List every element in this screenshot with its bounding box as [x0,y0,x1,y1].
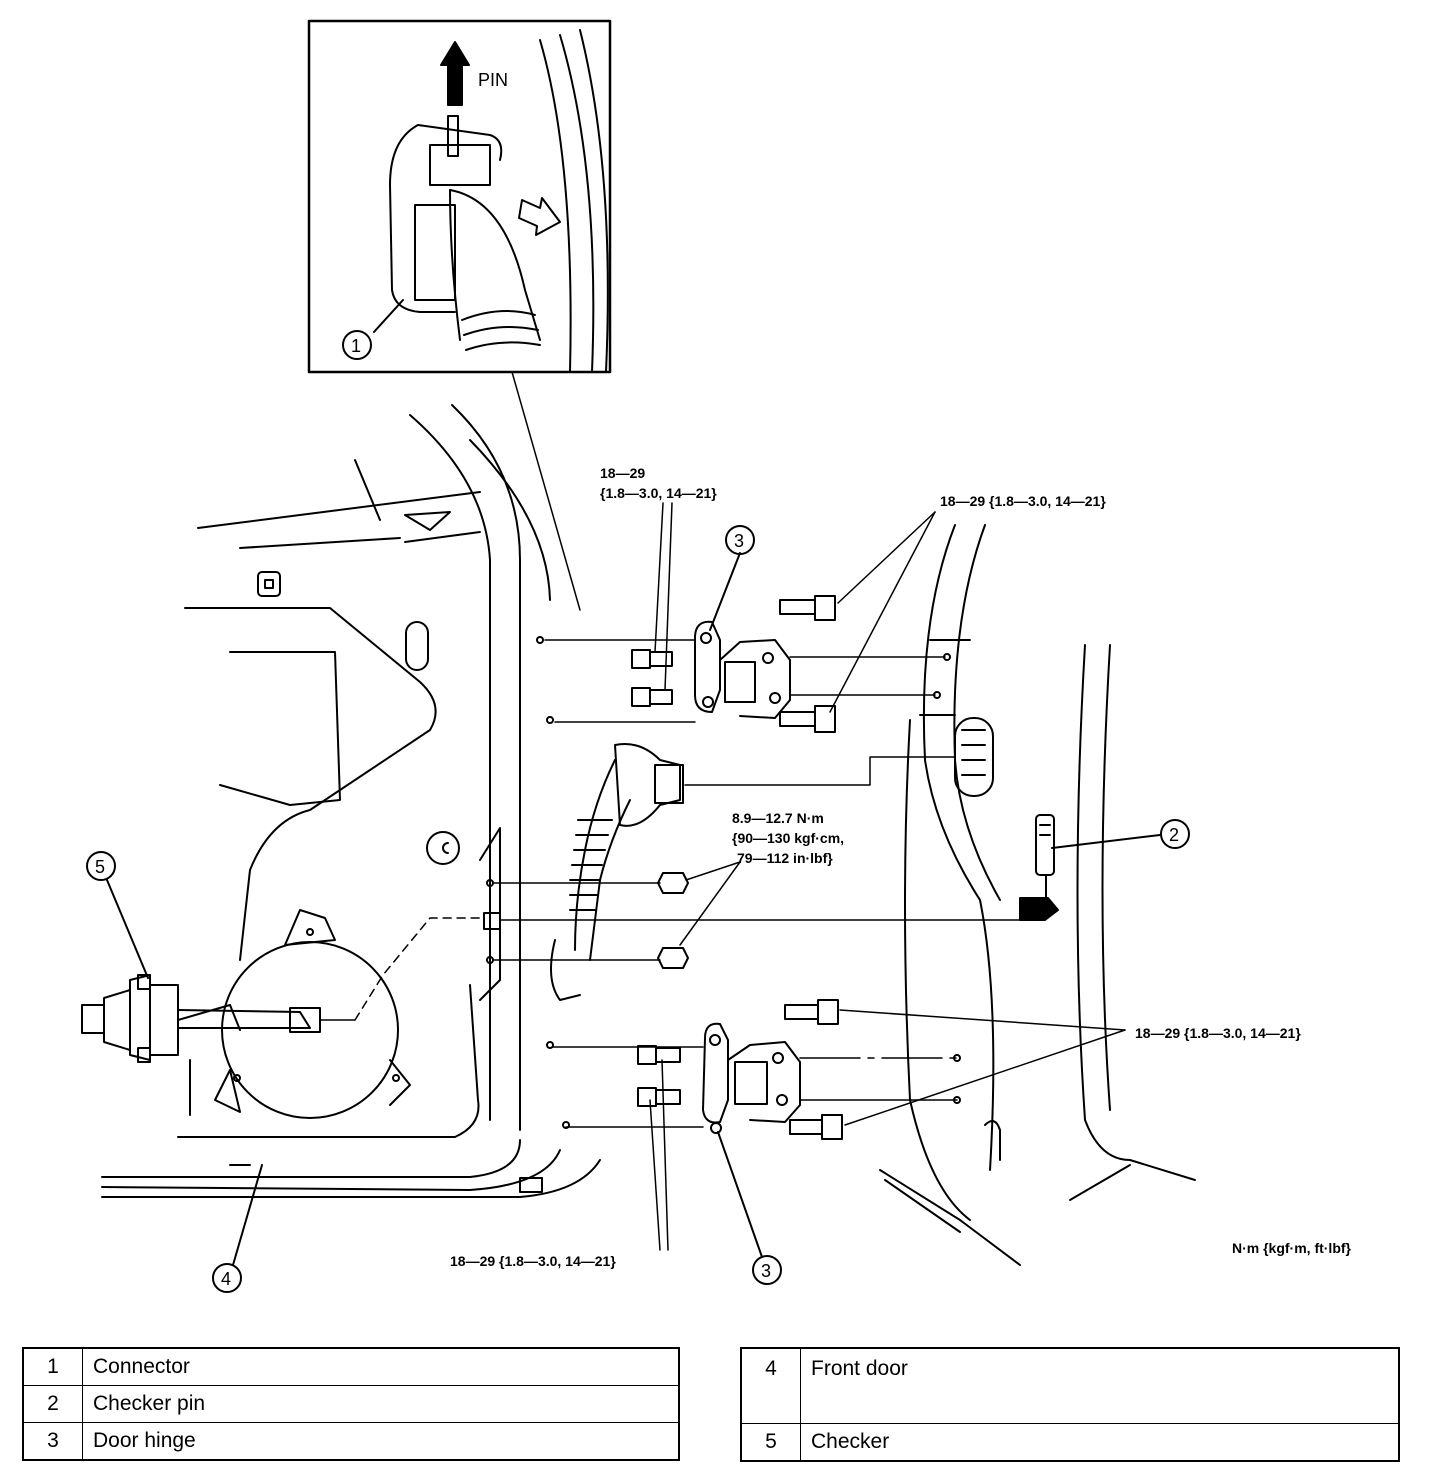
door-hinge-diagram: PIN 1 [81,19,1352,1293]
bolt-icon [789,1114,843,1140]
bolt-icon [637,1045,681,1065]
legend-part-name: Door hinge [82,1422,680,1461]
legend-row: 5 Checker [740,1423,1400,1462]
torque-upper-left-line1: 18—29 [600,465,645,481]
body-pillar [536,524,1196,1266]
bolt-icon [779,705,836,733]
legend-row: 4 Front door [740,1347,1400,1424]
parts-legend-right: 4 Front door 5 Checker [740,1347,1400,1462]
pin-arrow-icon [440,41,470,106]
bolt-icon [779,595,836,621]
legend-part-name: Checker [800,1423,1400,1462]
torque-lower-right: 18—29 {1.8—3.0, 14—21} [1135,1025,1301,1041]
lower-door-hinge [551,999,958,1140]
callouts: 2 3 3 4 5 [86,525,1190,1293]
legend-number: 5 [740,1423,801,1462]
legend-row: 1 Connector [22,1347,680,1386]
legend-number: 3 [22,1422,83,1461]
nut-icon [657,947,689,969]
callout-3-upper-hinge: 3 [734,531,744,551]
torque-units: N·m {kgf·m, ft·lbf} [1232,1240,1352,1256]
callout-2-checker-pin: 2 [1169,825,1179,845]
legend-row: 3 Door hinge [22,1422,680,1461]
torque-middle-line3: 79—112 in·lbf} [737,850,833,866]
checker [81,917,485,1063]
bolt-icon [784,999,839,1025]
legend-part-name: Checker pin [82,1385,680,1423]
torque-upper-left-line2: {1.8—3.0, 14—21} [600,485,717,501]
legend-number: 1 [22,1347,83,1386]
torque-leaders [649,502,1126,1251]
torque-middle-line1: 8.9—12.7 N·m [732,810,824,826]
callout-4-front-door: 4 [221,1269,231,1289]
pin-label: PIN [478,70,508,90]
legend-part-name: Connector [82,1347,680,1386]
front-door [101,404,601,1198]
torque-middle-line2: {90—130 kgf·cm, [732,830,844,846]
slide-arrow-icon [518,197,561,236]
torque-lower-left: 18—29 {1.8—3.0, 14—21} [450,1253,616,1269]
wiring-harness [550,743,956,1001]
bolt-icon [637,1087,681,1107]
connector-inset: PIN 1 [307,19,612,374]
callout-1-connector: 1 [351,336,361,356]
checker-mount-bolts [492,872,1021,969]
bolt-icon [631,649,673,669]
nut-icon [657,872,689,894]
upper-door-hinge [544,595,946,733]
parts-legend-left: 1 Connector 2 Checker pin 3 Door hinge [22,1347,680,1461]
callout-3-lower-hinge: 3 [761,1261,771,1281]
legend-number: 2 [22,1385,83,1423]
callout-5-checker: 5 [95,857,105,877]
legend-part-name: Front door [800,1347,1400,1424]
legend-number: 4 [740,1347,801,1424]
legend-row: 2 Checker pin [22,1385,680,1423]
torque-upper-right: 18—29 {1.8—3.0, 14—21} [940,493,1106,509]
bolt-icon [631,687,673,707]
